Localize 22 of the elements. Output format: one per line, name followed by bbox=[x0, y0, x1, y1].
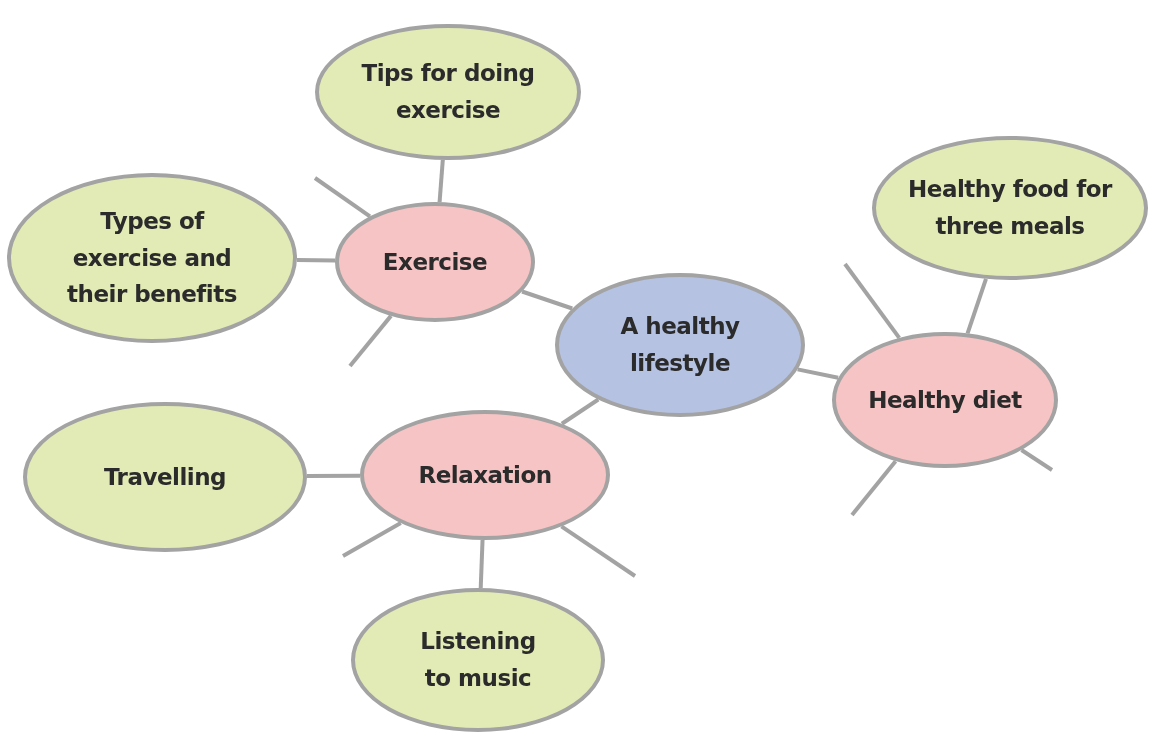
node-label: Healthy food for three meals bbox=[907, 175, 1114, 241]
branch-line bbox=[843, 262, 901, 339]
branch-line bbox=[313, 176, 372, 219]
connector-line bbox=[296, 258, 336, 263]
node-label: A healthy lifestyle bbox=[619, 312, 741, 378]
connector-line bbox=[965, 278, 988, 334]
node-label: Healthy diet bbox=[868, 385, 1022, 415]
node-label: Relaxation bbox=[418, 460, 552, 490]
node-label: Tips for doing exercise bbox=[360, 59, 536, 125]
node-label: Exercise bbox=[382, 247, 488, 277]
node-label: Types of exercise and their benefits bbox=[67, 206, 237, 310]
connector-line bbox=[437, 159, 445, 203]
branch-line bbox=[342, 521, 402, 558]
connector-line bbox=[478, 539, 485, 589]
connector-line bbox=[560, 397, 600, 426]
node-label: Travelling bbox=[103, 462, 227, 492]
branch-line bbox=[1020, 448, 1054, 472]
branch-line bbox=[348, 314, 393, 368]
branch-line bbox=[560, 524, 637, 578]
node-label: Listening to music bbox=[419, 627, 537, 693]
branch-line bbox=[850, 459, 898, 517]
connector-line bbox=[306, 473, 361, 479]
